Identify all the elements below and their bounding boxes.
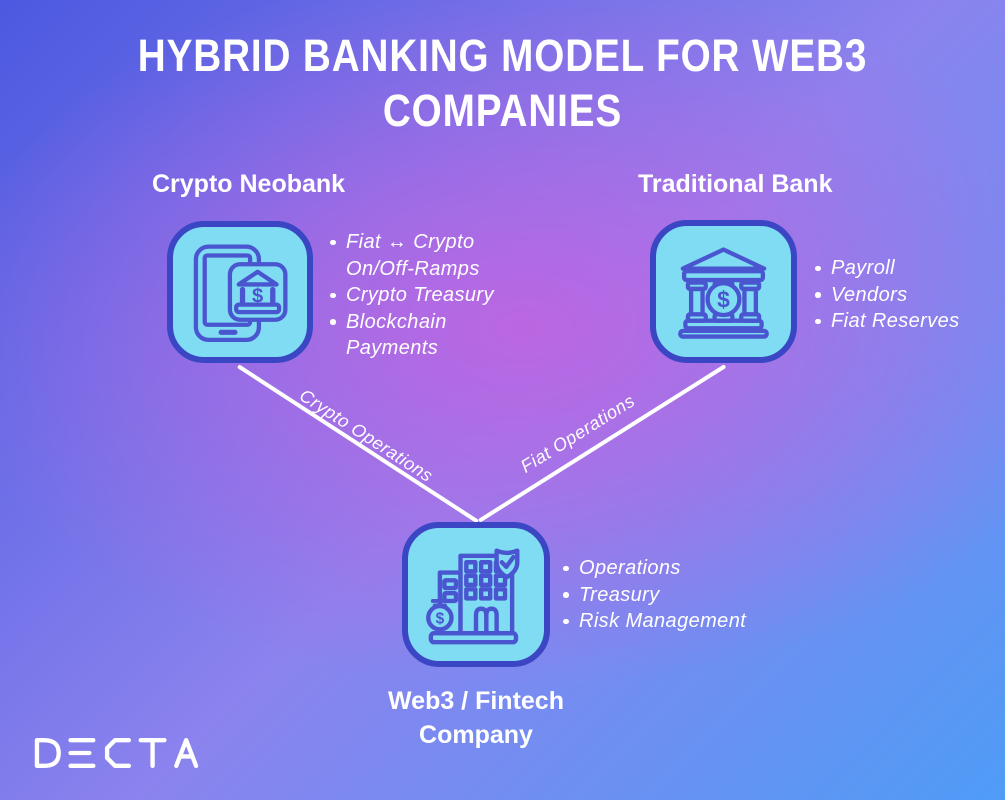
svg-text:$: $ (717, 286, 730, 312)
crypto-neobank-bullets: Fiat ↔ Crypto On/Off-Ramps Crypto Treasu… (328, 229, 523, 362)
bullet-item: Blockchain Payments (328, 309, 523, 362)
bullet-item: Treasury (561, 582, 781, 609)
decta-logo-letters (34, 737, 199, 769)
traditional-bank-icon-box: $ (650, 220, 797, 363)
traditional-bank-bullets: Payroll Vendors Fiat Reserves (813, 255, 983, 335)
bullet-item: Payroll (813, 255, 983, 282)
bank-building-icon: $ (678, 247, 769, 339)
decta-logo (33, 737, 201, 769)
bullet-item: Vendors (813, 282, 983, 309)
connector-crypto-label: Crypto Operations (296, 385, 437, 487)
bullet-item: Operations (561, 555, 781, 582)
web3-company-title: Web3 / Fintech Company (388, 687, 564, 749)
connector-fiat-line (477, 364, 727, 523)
web3-company-icon-box: $ (402, 522, 550, 667)
crypto-neobank-icon-box: $ (167, 221, 313, 363)
bullet-item: Fiat Reserves (813, 308, 983, 335)
office-building-shield-moneybag-icon: $ (426, 548, 520, 645)
page-title-line-1: HYBRID BANKING MODEL FOR WEB3 (137, 30, 868, 81)
bullet-item: Risk Management (561, 608, 781, 635)
svg-text:$: $ (436, 611, 445, 628)
crypto-neobank-title: Crypto Neobank (152, 170, 346, 198)
page-title-line-2: COMPANIES (382, 85, 623, 136)
web3-company-bullets: Operations Treasury Risk Management (561, 555, 781, 635)
bullet-item: Fiat ↔ Crypto On/Off-Ramps (328, 229, 523, 282)
svg-text:$: $ (252, 286, 263, 308)
phone-bank-icon: $ (193, 244, 288, 343)
bullet-item: Crypto Treasury (328, 282, 523, 309)
page-title: HYBRID BANKING MODEL FOR WEB3 COMPANIES (0, 28, 1005, 138)
traditional-bank-title: Traditional Bank (638, 170, 833, 198)
